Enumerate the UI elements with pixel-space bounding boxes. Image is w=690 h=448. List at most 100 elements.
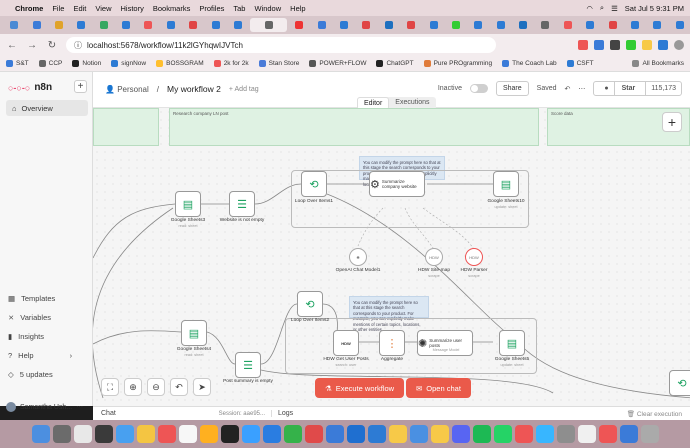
sidebar-item-help[interactable]: ?Help› xyxy=(8,351,73,360)
node-website-not-empty[interactable]: ☰ xyxy=(229,191,255,217)
fit-view-icon[interactable]: ⛶ xyxy=(101,378,119,396)
node-summarize-user-posts[interactable]: ✺Summarize user posts xyxy=(417,330,473,356)
bookmark-item[interactable]: Pure PROgramming xyxy=(423,60,492,67)
user-menu[interactable]: Samantha Ush... ⋯ xyxy=(6,402,83,412)
breadcrumb-project[interactable]: 👤 Personal xyxy=(105,84,149,94)
undo-icon[interactable]: ↶ xyxy=(170,378,188,396)
browser-tab[interactable] xyxy=(401,18,421,32)
browser-tab[interactable] xyxy=(71,18,91,32)
sidebar-item-templates[interactable]: ▦Templates xyxy=(8,294,56,303)
browser-tab[interactable] xyxy=(289,18,309,32)
browser-tab[interactable] xyxy=(49,18,69,32)
dock-app-icon[interactable] xyxy=(283,425,302,443)
browser-tab[interactable] xyxy=(558,18,578,32)
browser-tab[interactable] xyxy=(183,18,203,32)
browser-tab[interactable] xyxy=(580,18,600,32)
node-google-sheets10[interactable]: ▤ xyxy=(493,171,519,197)
dock-app-icon[interactable] xyxy=(73,425,92,443)
node-aggregate[interactable]: ⋮ xyxy=(379,330,405,356)
dock-app-icon[interactable] xyxy=(178,425,197,443)
browser-tab[interactable] xyxy=(647,18,667,32)
browser-tab[interactable] xyxy=(4,18,24,32)
create-button[interactable]: + xyxy=(74,80,87,93)
dock-app-icon[interactable] xyxy=(325,425,344,443)
zoom-in-icon[interactable]: ⊕ xyxy=(124,378,142,396)
bookmark-item[interactable]: The Coach Lab xyxy=(502,60,557,67)
dock-app-icon[interactable] xyxy=(472,425,491,443)
dock-app-icon[interactable] xyxy=(304,425,323,443)
search-icon[interactable]: ⌕ xyxy=(599,3,605,12)
browser-tab[interactable] xyxy=(379,18,399,32)
browser-tab[interactable] xyxy=(94,18,114,32)
bookmark-item[interactable]: BOSSGRAM xyxy=(156,60,204,67)
browser-tab[interactable] xyxy=(228,18,248,32)
browser-tab[interactable] xyxy=(205,18,225,32)
menu-profiles[interactable]: Profiles xyxy=(199,3,225,13)
bookmark-item[interactable]: Stan Store xyxy=(258,60,299,67)
control-center-icon[interactable]: ☰ xyxy=(611,3,618,13)
dock-app-icon[interactable] xyxy=(52,425,71,443)
browser-tab[interactable] xyxy=(491,18,511,32)
dock-app-icon[interactable] xyxy=(262,425,281,443)
node-summarize-company[interactable]: ⚙Summarize company website xyxy=(369,171,425,197)
browser-tab[interactable] xyxy=(334,18,354,32)
dock-app-icon[interactable] xyxy=(199,425,218,443)
browser-tab[interactable] xyxy=(356,18,376,32)
node-hdw-site-map[interactable]: HDW xyxy=(425,248,443,266)
dock-app-icon[interactable] xyxy=(31,425,50,443)
github-star-button[interactable]: ● Star 115,173 xyxy=(593,81,682,96)
bookmark-item[interactable]: POWER+FLOW xyxy=(309,60,366,67)
bookmark-item[interactable]: CSFT xyxy=(566,60,594,67)
dock-app-icon[interactable] xyxy=(136,425,155,443)
extension-icon[interactable] xyxy=(610,40,620,50)
active-toggle[interactable] xyxy=(469,84,488,93)
node-partial[interactable]: ⟲ xyxy=(669,370,690,396)
menu-history[interactable]: History xyxy=(120,3,144,13)
dock-app-icon[interactable] xyxy=(241,425,260,443)
dock-app-icon[interactable] xyxy=(409,425,428,443)
dock-app-icon[interactable] xyxy=(346,425,365,443)
back-icon[interactable]: ← xyxy=(7,39,17,51)
sticky-note-prompt[interactable]: You can modify the prompt here so that a… xyxy=(349,296,429,332)
browser-tab[interactable] xyxy=(116,18,136,32)
site-info-icon[interactable]: ⓘ xyxy=(74,40,82,50)
menu-help[interactable]: Help xyxy=(290,3,306,13)
menu-view[interactable]: View xyxy=(95,3,112,13)
reload-icon[interactable]: ↻ xyxy=(47,39,57,51)
share-button[interactable]: Share xyxy=(495,81,529,96)
extension-icon[interactable] xyxy=(626,40,636,50)
extension-icon[interactable] xyxy=(658,40,668,50)
node-openai-chat-model[interactable]: ✺ xyxy=(349,248,367,266)
session-id[interactable]: Session: aae95... xyxy=(218,410,265,417)
browser-tab[interactable] xyxy=(670,18,690,32)
dock-app-icon[interactable] xyxy=(640,425,659,443)
all-bookmarks[interactable]: All Bookmarks xyxy=(632,60,684,67)
dock-app-icon[interactable] xyxy=(493,425,512,443)
node-google-sheets5[interactable]: ▤ xyxy=(499,330,525,356)
add-node-button[interactable]: + xyxy=(662,112,682,132)
address-bar[interactable]: ⓘ localhost:5678/workflow/11k2lGYhqwIJVT… xyxy=(66,37,496,53)
node-hdw-parser[interactable]: HDW xyxy=(465,248,483,266)
wifi-icon[interactable]: ◠ xyxy=(586,3,593,13)
browser-tab[interactable] xyxy=(250,18,288,32)
browser-tab[interactable] xyxy=(468,18,488,32)
browser-tab[interactable] xyxy=(161,18,181,32)
browser-tab[interactable] xyxy=(423,18,443,32)
workflow-name[interactable]: My workflow 2 xyxy=(167,84,221,94)
execute-workflow-button[interactable]: ⚗ Execute workflow xyxy=(315,378,405,398)
sidebar-item-variables[interactable]: ⨯Variables xyxy=(8,313,52,322)
menu-clock[interactable]: Sat Jul 5 9:31 PM xyxy=(624,3,684,13)
logs-panel-title[interactable]: Logs xyxy=(271,410,293,417)
chat-panel-title[interactable]: Chat xyxy=(101,410,116,417)
dock-app-icon[interactable] xyxy=(514,425,533,443)
zoom-out-icon[interactable]: ⊖ xyxy=(147,378,165,396)
sidebar-item-overview[interactable]: ⌂ Overview xyxy=(6,100,88,116)
node-loop-over-items1[interactable]: ⟲ xyxy=(301,171,327,197)
bookmark-item[interactable]: CCP xyxy=(38,60,62,67)
node-hdw-get-user-posts[interactable]: HDW xyxy=(333,330,359,356)
cursor-icon[interactable]: ➤ xyxy=(193,378,211,396)
node-google-sheets4[interactable]: ▤ xyxy=(181,320,207,346)
node-loop-over-items2[interactable]: ⟲ xyxy=(297,291,323,317)
menu-file[interactable]: File xyxy=(52,3,65,13)
open-chat-button[interactable]: ✉ Open chat xyxy=(406,378,471,398)
